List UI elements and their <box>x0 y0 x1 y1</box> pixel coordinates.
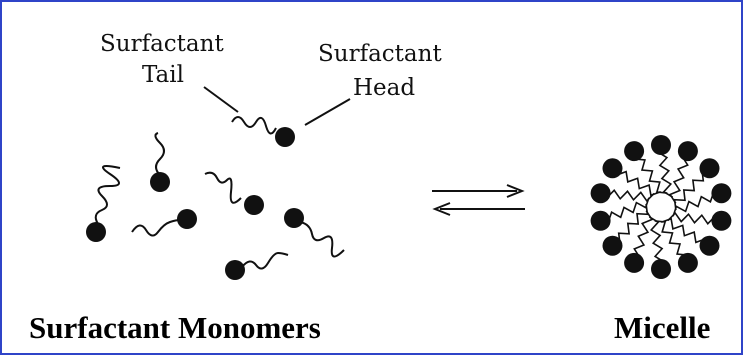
micelle-head <box>591 211 611 231</box>
micelle-head <box>711 183 731 203</box>
surfactant-monomer <box>225 253 288 280</box>
micelle-head <box>651 259 671 279</box>
micelle-head <box>700 236 720 256</box>
surfactant-tail <box>132 220 180 236</box>
head-pointer-line <box>305 99 350 125</box>
micelle-head <box>700 158 720 178</box>
surfactant-monomer <box>86 166 120 242</box>
monomers-caption: Surfactant Monomers <box>29 310 321 345</box>
tail-label-line-2: Tail <box>142 62 184 88</box>
micelle-head <box>624 141 644 161</box>
surfactant-tail <box>242 253 288 269</box>
surfactant-monomer <box>232 117 295 147</box>
surfactant-monomer <box>150 133 170 192</box>
surfactant-tail <box>155 133 164 175</box>
surfactant-head <box>275 127 295 147</box>
surfactant-head <box>150 172 170 192</box>
micelle-head <box>603 158 623 178</box>
micelle-head <box>591 183 611 203</box>
micelle-head <box>711 211 731 231</box>
micelle-head <box>678 141 698 161</box>
micelle-head <box>603 236 623 256</box>
surfactant-head <box>86 222 106 242</box>
head-label-line-1: Surfactant <box>318 41 442 67</box>
head-label-line-2: Head <box>353 75 415 101</box>
micelle-head <box>678 253 698 273</box>
tail-label-line-1: Surfactant <box>100 31 224 57</box>
micelle-head <box>651 135 671 155</box>
surfactant-head <box>225 260 245 280</box>
surfactant-head <box>284 208 304 228</box>
surfactant-monomer <box>205 173 264 215</box>
equilibrium-arrows <box>432 185 525 215</box>
micelle <box>591 135 732 279</box>
tail-pointer-line <box>204 87 238 112</box>
micelle-caption: Micelle <box>614 310 710 345</box>
surfactant-monomer <box>132 209 197 236</box>
surfactant-monomer <box>284 208 344 257</box>
surfactant-head <box>244 195 264 215</box>
surfactant-tail <box>205 173 241 203</box>
surfactant-tail <box>232 117 276 134</box>
surfactant-tail <box>96 166 120 224</box>
surfactant-tail <box>300 222 344 257</box>
micelle-head <box>624 253 644 273</box>
surfactant-head <box>177 209 197 229</box>
